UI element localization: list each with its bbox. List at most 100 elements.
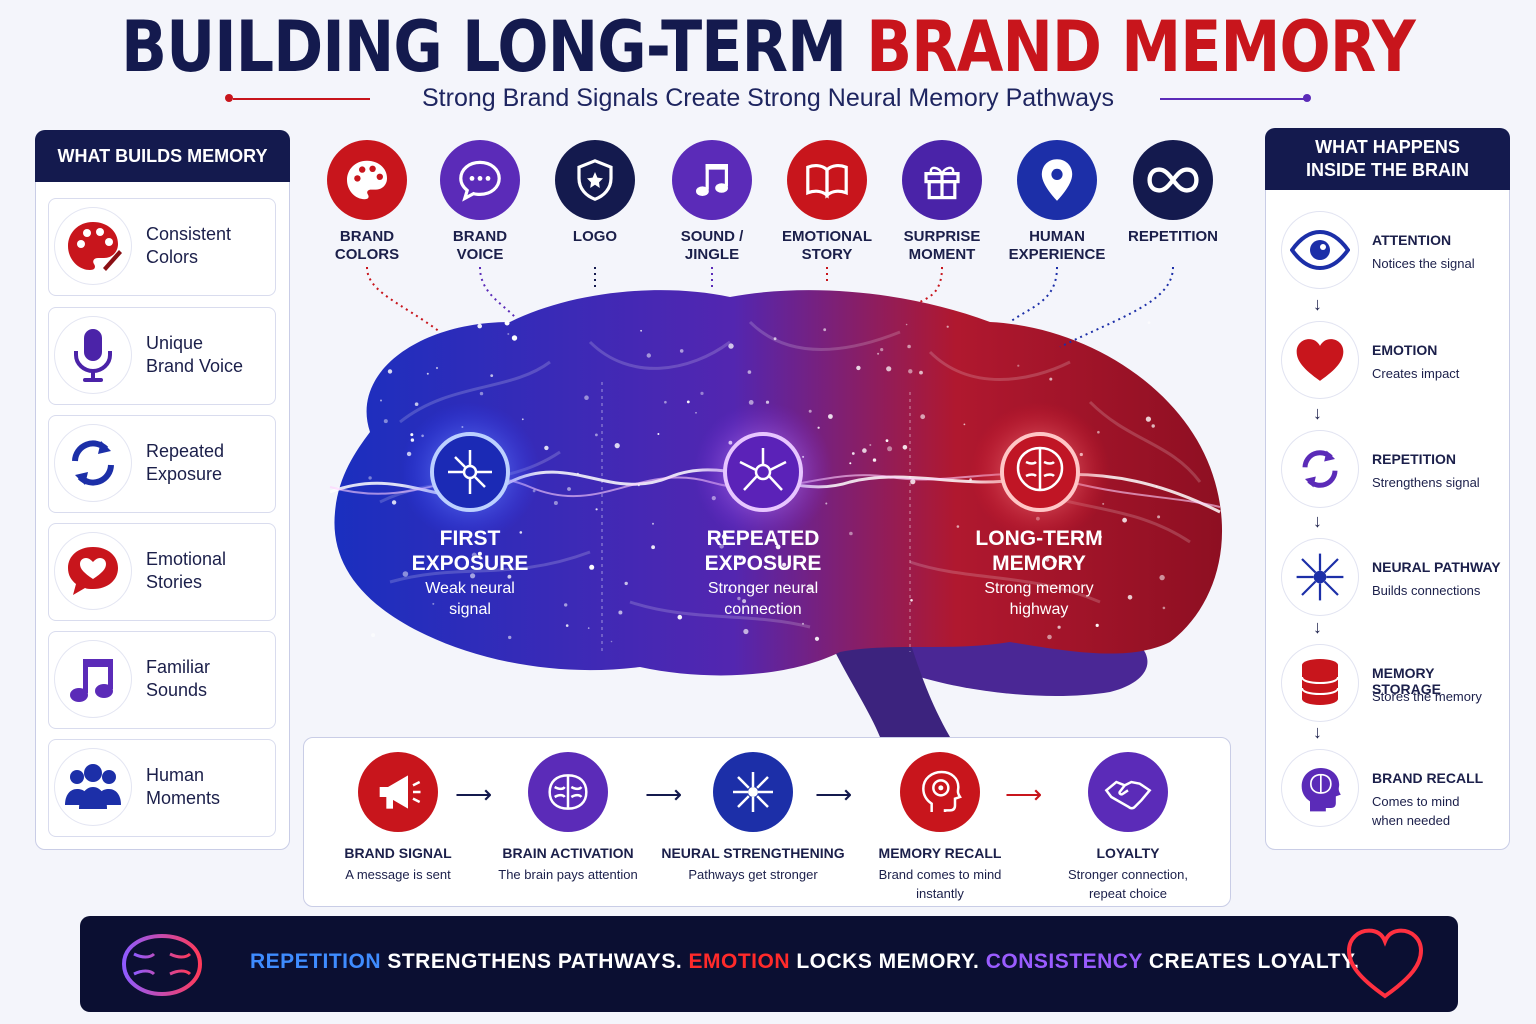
- neural-dot: [1147, 321, 1151, 324]
- neural-dot: [508, 635, 512, 640]
- neural-dot: [1157, 515, 1161, 519]
- left-item-label: Familiar Sounds: [146, 657, 211, 700]
- subtitle: Strong Brand Signals Create Strong Neura…: [422, 84, 1114, 112]
- neural-dot: [1095, 623, 1099, 627]
- neural-dot: [849, 531, 853, 536]
- neural-dot: [1145, 416, 1151, 422]
- signal-label: BRAND VOICE: [452, 228, 508, 263]
- neural-dot: [652, 522, 654, 525]
- left-item-label: Unique Brand Voice: [146, 333, 244, 376]
- page-title: BUILDING LONG-TERM BRAND MEMORY: [108, 6, 1429, 88]
- neural-dot: [782, 562, 787, 567]
- heart-chat-icon: [55, 533, 131, 609]
- arrow-down-icon: ↓: [1313, 617, 1322, 637]
- head-brain-icon: [1282, 750, 1358, 826]
- left-item-consistent-colors: Consistent Colors: [48, 198, 276, 296]
- neural-dot: [624, 581, 628, 586]
- neural-dot: [544, 445, 549, 451]
- neural-dot: [490, 374, 494, 377]
- neural-dot: [414, 402, 419, 406]
- process-brand-signal: BRAND SIGNAL A message is sent: [303, 752, 493, 884]
- step-description: Comes to mind when needed: [1372, 794, 1460, 828]
- process-description: Pathways get stronger: [688, 867, 818, 882]
- left-item-label: Emotional Stories: [146, 549, 227, 592]
- arrow-right-icon: ⟶: [645, 779, 683, 809]
- left-item-repeated-exposure: Repeated Exposure: [48, 415, 276, 513]
- left-item-label: Repeated Exposure: [146, 441, 225, 484]
- neural-dot: [477, 323, 482, 329]
- neural-dot: [907, 344, 911, 349]
- stage-first-exposure: FIRST EXPOSURE Weak neural signal: [360, 526, 580, 620]
- gift-icon: [902, 140, 982, 220]
- banner-word-repetition: REPETITION: [250, 950, 382, 973]
- neural-dot: [618, 610, 623, 615]
- neural-dot: [910, 599, 913, 602]
- neural-dot: [862, 448, 867, 453]
- neural-dot: [1162, 606, 1166, 610]
- arrow-right-icon: ⟶: [455, 779, 493, 809]
- subtitle-row: Strong Brand Signals Create Strong Neura…: [0, 84, 1536, 116]
- neural-dot: [919, 370, 923, 375]
- neural-dot: [651, 545, 655, 550]
- signal-sound-jingle: SOUND / JINGLE: [652, 140, 772, 264]
- infinity-icon: [1133, 140, 1213, 220]
- neural-dot: [664, 400, 667, 404]
- process-loyalty: LOYALTY Stronger connection, repeat choi…: [1033, 752, 1223, 903]
- neural-dot: [589, 564, 595, 570]
- arrow-down-icon: ↓: [1313, 403, 1322, 423]
- neural-dot: [519, 531, 523, 534]
- step-title: MEMORY STORAGE: [1372, 665, 1441, 697]
- right-panel-heading: WHAT HAPPENS INSIDE THE BRAIN: [1265, 128, 1510, 190]
- brain-step-emotion: EMOTION Creates impact: [1282, 322, 1502, 402]
- process-title: MEMORY RECALL: [878, 845, 1002, 861]
- banner-message: REPETITION STRENGTHENS PATHWAYS. EMOTION…: [250, 950, 1360, 974]
- brain-step-memory-storage: MEMORY STORAGE Stores the memory: [1282, 645, 1502, 725]
- brain-icon: [121, 933, 203, 997]
- signal-connectors: [366, 266, 1174, 348]
- neural-dot: [825, 502, 828, 505]
- process-description: The brain pays attention: [498, 867, 638, 882]
- neural-dot: [610, 640, 613, 643]
- subtitle-dot-right: [1303, 94, 1311, 102]
- neural-dot: [869, 444, 872, 446]
- process-description: Brand comes to mind instantly: [878, 867, 1002, 901]
- step-description: Builds connections: [1372, 583, 1481, 598]
- stage-title: LONG-TERM MEMORY: [975, 527, 1103, 575]
- neural-dot: [504, 320, 510, 326]
- process-title: BRAIN ACTIVATION: [502, 845, 634, 861]
- neural-dot: [657, 433, 660, 435]
- eye-icon: [1282, 212, 1358, 288]
- neural-dot: [1127, 595, 1133, 600]
- signal-label: REPETITION: [1127, 228, 1218, 245]
- handshake-icon: [1088, 752, 1168, 832]
- neural-dot: [905, 323, 908, 326]
- neural-dot: [426, 372, 429, 375]
- step-title: NEURAL PATHWAY: [1372, 559, 1501, 575]
- neural-dot: [887, 446, 893, 452]
- banner-word-emotion: EMOTION: [688, 950, 790, 973]
- neural-dot: [614, 443, 620, 449]
- neural-dot: [728, 588, 732, 592]
- neural-dot: [679, 349, 684, 353]
- neural-dot: [584, 395, 589, 400]
- brain-icon: [528, 752, 608, 832]
- neural-dot: [640, 329, 642, 332]
- neural-dot: [963, 423, 966, 426]
- neural-dot: [587, 627, 590, 629]
- neural-dot: [946, 325, 949, 328]
- neural-dot: [1045, 557, 1050, 562]
- neural-dot: [1122, 517, 1127, 523]
- shield-star-icon: [555, 140, 635, 220]
- process-description: A message is sent: [345, 867, 451, 882]
- database-icon: [1282, 645, 1358, 721]
- neural-dot: [814, 636, 820, 641]
- brain-step-attention: ATTENTION Notices the signal: [1282, 212, 1502, 292]
- left-item-emotional-stories: Emotional Stories: [48, 523, 276, 621]
- signal-brand-colors: BRAND COLORS: [307, 140, 427, 264]
- brain-step-brand-recall: BRAND RECALL Comes to mind when needed: [1282, 750, 1502, 830]
- neural-dot: [738, 556, 742, 560]
- left-item-human-moments: Human Moments: [48, 739, 276, 837]
- neural-dot: [595, 508, 598, 511]
- stage-description: Strong memory highway: [984, 580, 1094, 618]
- signal-label: BRAND COLORS: [334, 228, 400, 263]
